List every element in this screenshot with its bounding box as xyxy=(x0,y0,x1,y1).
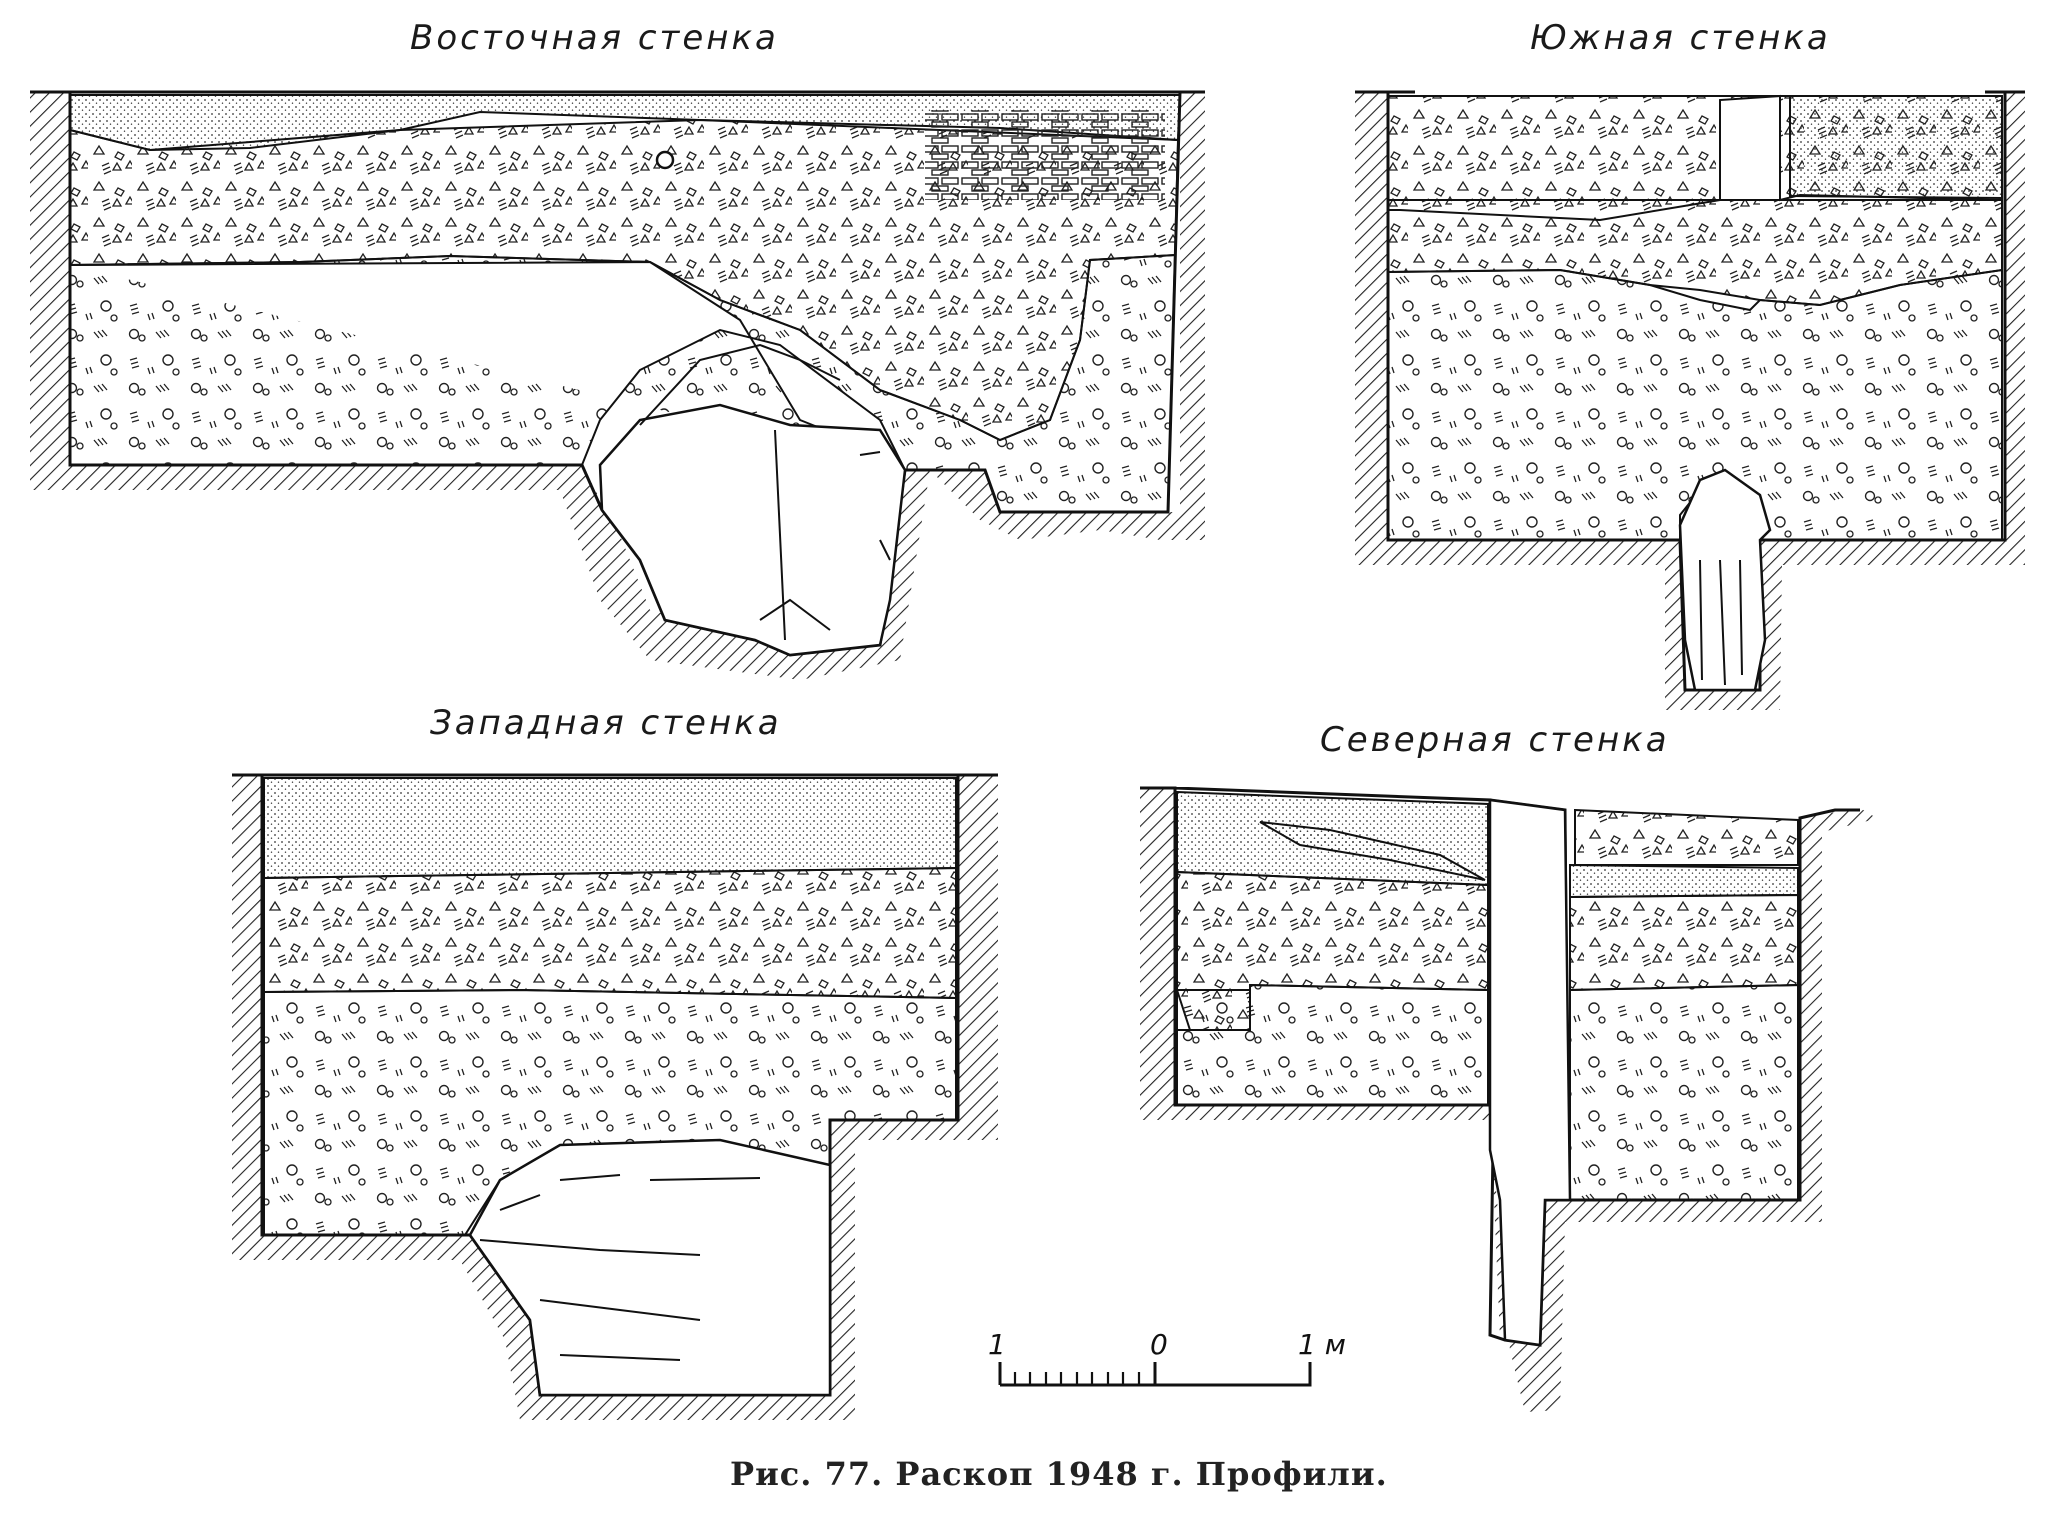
south-stone-pillar xyxy=(1678,468,1772,692)
north-wall-label: Северная стенка xyxy=(1320,720,1670,760)
scale-bar-ticks xyxy=(1013,1372,1141,1385)
south-layer-dots xyxy=(1789,95,2003,200)
east-wall-label: Восточная стенка xyxy=(410,18,779,58)
east-marker-ring xyxy=(655,150,675,170)
scale-bar xyxy=(998,1362,1312,1387)
west-layer-dots xyxy=(263,777,957,880)
west-lower-deposit xyxy=(468,1138,832,1397)
east-layer-circles xyxy=(69,253,1177,513)
east-hatched-ground xyxy=(30,92,1205,680)
east-brick-masonry xyxy=(925,110,1165,200)
west-deposit-lines xyxy=(479,1174,761,1361)
figure-caption: Рис. 77. Раскоп 1948 г. Профили. xyxy=(730,1455,1388,1493)
east-block-interior xyxy=(639,343,891,641)
scale-label-middle: 0 xyxy=(1150,1328,1168,1361)
south-wall-profile xyxy=(1355,90,2025,710)
south-hatched-ground xyxy=(1355,92,2025,710)
scale-bar-line xyxy=(998,1362,1312,1387)
west-wall-profile xyxy=(232,773,998,1420)
west-wall-label: Западная стенка xyxy=(430,703,782,743)
north-wall-profile xyxy=(1140,786,1880,1412)
scale-label-left: 1 xyxy=(988,1328,1006,1361)
west-hatched-ground xyxy=(232,775,998,1420)
north-central-trench xyxy=(1488,798,1572,1347)
north-hatched-ground xyxy=(1140,788,1880,1412)
north-lens xyxy=(1259,821,1486,881)
south-wall-label: Южная стенка xyxy=(1530,18,1831,58)
north-layer-circles xyxy=(1176,983,1799,1201)
scale-label-right: 1 м xyxy=(1298,1328,1346,1361)
east-stone-block xyxy=(598,403,907,657)
south-pillar-interior xyxy=(1699,559,1743,686)
west-layer-triangles xyxy=(263,866,957,1000)
east-wall-profile xyxy=(30,90,1205,680)
